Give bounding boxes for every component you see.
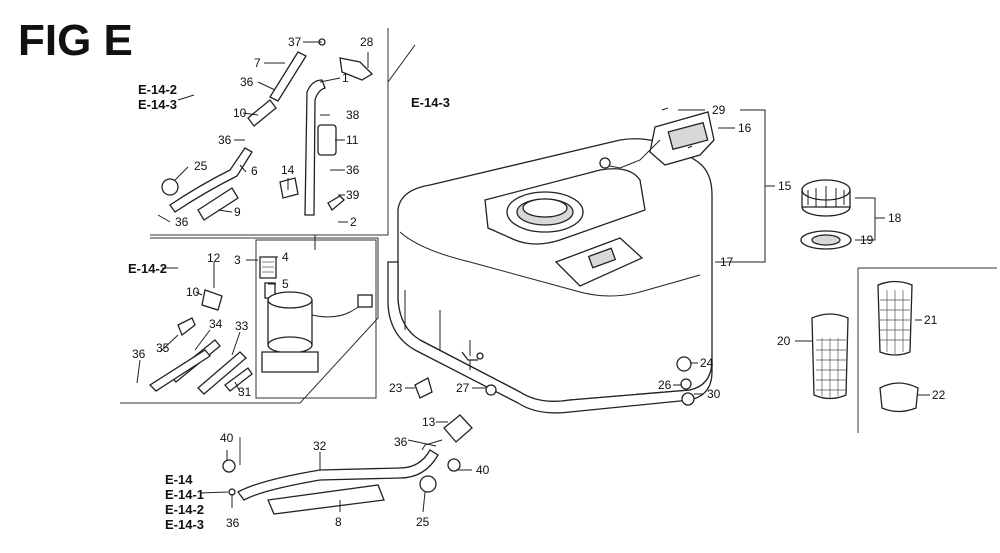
ref-label: E-14 [165,472,193,487]
callout: 9 [234,205,241,219]
ref-label: E-14-3 [165,517,204,532]
ref-label: E-14-2 [128,261,167,276]
callout: 26 [658,378,672,392]
callout: 36 [346,163,360,177]
section-boxes [120,28,997,465]
callout: 25 [194,159,208,173]
ref-label: E-14-3 [138,97,177,112]
callout: 36 [132,347,146,361]
callout: 36 [175,215,189,229]
callout: 17 [720,255,734,269]
callout: 36 [394,435,408,449]
ref-label: E-14-2 [165,502,204,517]
callout: 22 [932,388,946,402]
callout-numbers: 37 7 28 36 1 10 38 36 11 25 6 14 36 39 3… [132,35,946,530]
tank-fittings [414,356,695,493]
bottom-hoses [222,449,439,515]
fuel-tank [387,138,713,414]
ref-label: E-14-3 [411,95,450,110]
callout: 21 [924,313,938,327]
callout: 27 [456,381,470,395]
callout: 4 [282,250,289,264]
callout: 37 [288,35,302,49]
figure-title: FIG E [18,16,133,65]
callout: 36 [218,133,232,147]
callout: 32 [313,439,327,453]
callout: 39 [346,188,360,202]
callout: 11 [346,133,359,147]
callout: 5 [282,277,289,291]
fuel-pump [259,256,373,373]
callout: 1 [342,71,349,85]
callout: 33 [235,319,249,333]
strainer-20 [811,313,849,400]
callout: 15 [778,179,792,193]
lower-left-hoses [148,289,253,395]
callout: 19 [860,233,874,247]
fuel-gauge-16 [599,107,715,169]
callout: 6 [251,164,258,178]
callout: 30 [707,387,721,401]
callout: 29 [712,103,726,117]
callout: 16 [738,121,752,135]
callout: 13 [422,415,436,429]
callout: 40 [220,431,234,445]
ref-label: E-14-1 [165,487,204,502]
callout: 2 [350,215,357,229]
callout: 3 [234,253,241,267]
callout: 28 [360,35,374,49]
callout: 38 [346,108,360,122]
callout: 24 [700,356,714,370]
callout: 36 [226,516,240,530]
callout: 8 [335,515,342,529]
leader-lines [136,41,930,513]
callout: 23 [389,381,403,395]
reference-labels: E-14-2 E-14-3 E-14-3 E-14-2 E-14 E-14-1 … [128,82,450,532]
strainer-21 [877,280,913,356]
callout: 20 [777,334,791,348]
fuel-cap-18 [800,179,852,250]
callout: 10 [233,106,247,120]
clip-22 [879,382,919,413]
callout: 36 [240,75,254,89]
callout: 35 [156,341,170,355]
callout: 34 [209,317,223,331]
callout: 12 [207,251,221,265]
callout: 10 [186,285,200,299]
upper-fuel-lines [161,38,374,221]
callout: 40 [476,463,490,477]
callout: 7 [254,56,261,70]
callout: 31 [238,385,252,399]
callout: 25 [416,515,430,529]
callout: 14 [281,163,295,177]
callout: 18 [888,211,902,225]
ref-label: E-14-2 [138,82,177,97]
